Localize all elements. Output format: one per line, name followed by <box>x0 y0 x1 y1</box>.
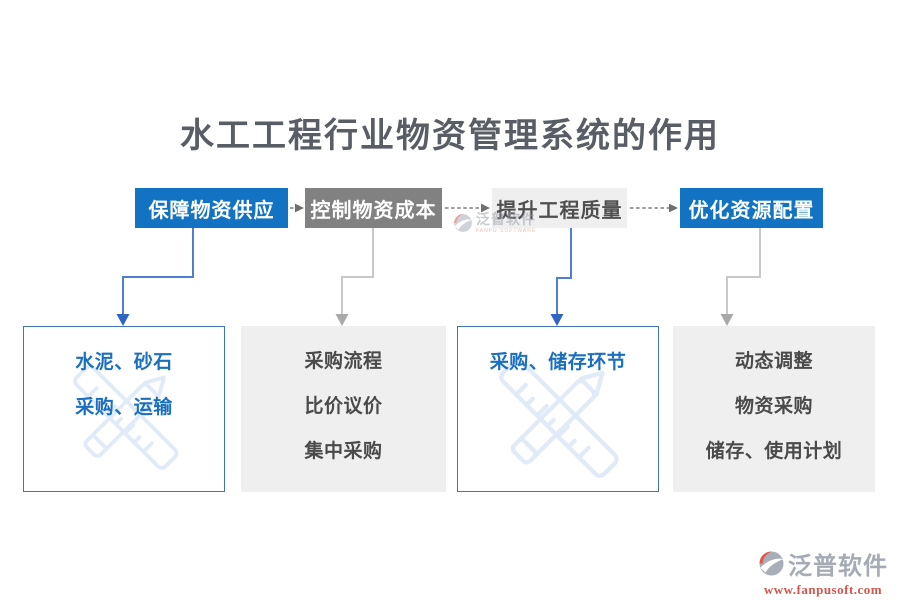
detail-line: 物资采购 <box>734 396 813 417</box>
pencil-ruler-watermark-icon <box>499 358 619 478</box>
brand-footer: 泛普软件 www.fanpusoft.com <box>758 546 888 598</box>
flow-step-cost: 控制物资成本 <box>305 188 442 228</box>
detail-line: 水泥、砂石 <box>75 352 173 373</box>
elbow-connector-blue <box>122 228 572 316</box>
flow-step-label: 优化资源配置 <box>688 199 815 222</box>
center-watermark: 泛普软件 FANPU SOFTWARE <box>453 213 536 234</box>
detail-line: 采购、运输 <box>75 397 173 418</box>
fanpu-logo-icon <box>454 214 472 232</box>
page-title: 水工工程行业物资管理系统的作用 <box>180 118 720 155</box>
detail-box-supply: 水泥、砂石 采购、运输 <box>23 326 225 492</box>
watermark-brand-name: 泛普软件 <box>476 213 536 228</box>
flow-step-supply: 保障物资供应 <box>135 188 288 228</box>
flow-step-label: 控制物资成本 <box>310 199 437 222</box>
flow-step-quality: 提升工程质量 <box>492 188 627 228</box>
brand-url: www.fanpusoft.com <box>763 582 883 597</box>
detail-box-quality: 采购、储存环节 <box>457 326 659 492</box>
elbow-connector-gray <box>341 228 761 316</box>
detail-line: 比价议价 <box>304 396 383 417</box>
flow-step-resource: 优化资源配置 <box>680 188 823 228</box>
brand-row: 泛普软件 <box>758 546 888 581</box>
detail-box-cost: 采购流程 比价议价 集中采购 <box>241 326 446 492</box>
pencil-ruler-watermark-icon <box>73 364 179 470</box>
detail-line: 采购流程 <box>304 351 383 372</box>
flow-step-label: 保障物资供应 <box>148 199 275 222</box>
detail-line: 动态调整 <box>734 351 813 372</box>
brand-name: 泛普软件 <box>788 554 888 580</box>
detail-line: 采购、储存环节 <box>489 352 627 373</box>
watermark-brand-subtitle: FANPU SOFTWARE <box>476 228 537 234</box>
flow-step-label: 提升工程质量 <box>496 199 623 222</box>
detail-box-resource: 动态调整 物资采购 储存、使用计划 <box>673 326 875 492</box>
elbow-arrow-head-blue <box>116 314 564 326</box>
fanpu-logo-icon <box>759 551 784 576</box>
elbow-arrow-head-gray <box>335 314 734 326</box>
detail-line: 储存、使用计划 <box>705 441 843 462</box>
detail-line: 集中采购 <box>304 441 383 462</box>
